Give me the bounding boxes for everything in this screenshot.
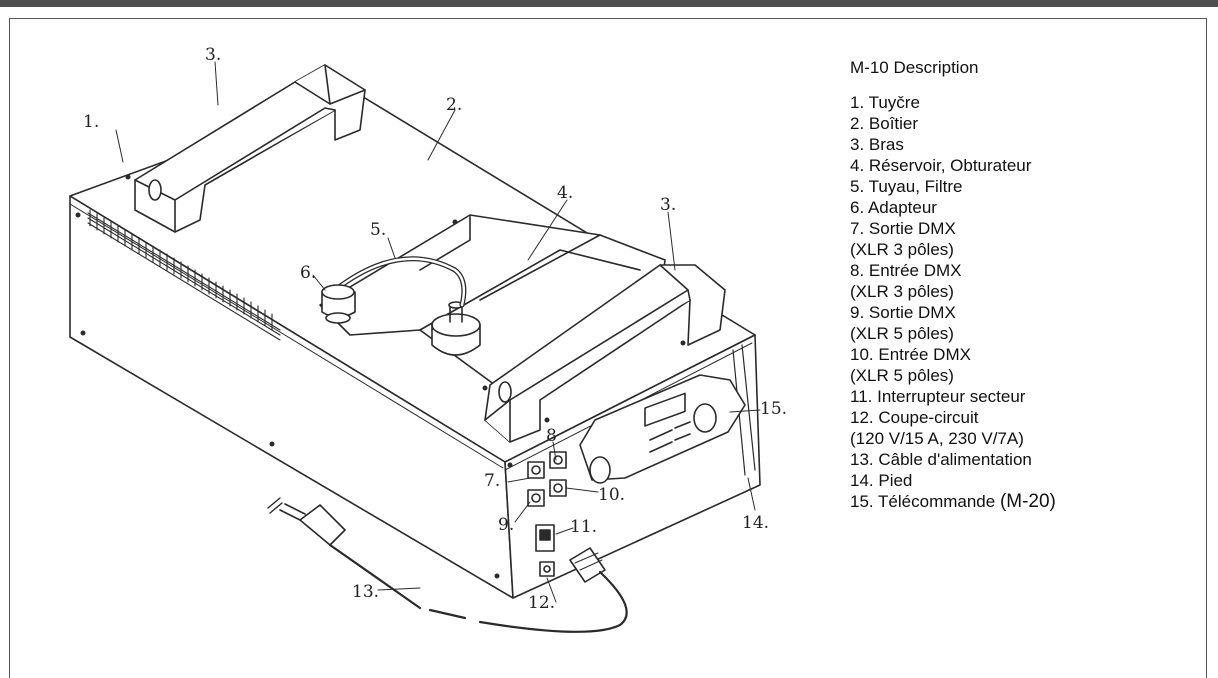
legend: M-10 Description 1. Tuyčre 2. Boîtier 3.…	[850, 58, 1056, 512]
callout-14: 14.	[742, 513, 769, 533]
callout-7: 7.	[484, 471, 500, 491]
legend-item: 1. Tuyčre	[850, 93, 920, 112]
callout-2: 2.	[446, 95, 462, 115]
callout-9: 9.	[498, 515, 514, 535]
leader-lines	[115, 61, 761, 603]
legend-item: 10. Entrée DMX(XLR 5 pôles)	[850, 344, 1056, 386]
power-cable	[267, 497, 628, 633]
legend-item: 8. Entrée DMX(XLR 3 pôles)	[850, 260, 1056, 302]
legend-item: 14. Pied	[850, 471, 913, 490]
callout-15: 15.	[760, 399, 787, 419]
back-handle	[134, 64, 366, 233]
legend-item: 3. Bras	[850, 135, 904, 154]
circuit-breaker	[539, 561, 555, 577]
legend-item: 6. Adapteur	[850, 198, 937, 217]
callout-10: 10.	[598, 485, 625, 505]
legend-item: 4. Réservoir, Obturateur	[850, 156, 1032, 175]
callout-4: 4.	[557, 183, 573, 203]
legend-item-detail: (XLR 3 pôles)	[850, 282, 954, 301]
legend-item-model: (M-20)	[999, 491, 1056, 512]
callout-12: 12.	[528, 593, 555, 613]
legend-item: 12. Coupe-circuit(120 V/15 A, 230 V/7A)	[850, 407, 1056, 449]
inner-border	[9, 18, 1207, 678]
legend-item-detail: (XLR 5 pôles)	[850, 366, 954, 385]
callout-1: 1.	[83, 112, 99, 132]
callout-13: 13.	[352, 582, 379, 602]
legend-item-detail: (120 V/15 A, 230 V/7A)	[850, 429, 1024, 448]
callout-6: 6.	[300, 263, 316, 283]
legend-item: 5. Tuyau, Filtre	[850, 177, 963, 196]
legend-item: 11. Interrupteur secteur	[850, 387, 1026, 406]
legend-item: 15. Télécommande (M-20)	[850, 491, 1056, 512]
dmx-connectors	[527, 451, 567, 507]
control-panel	[579, 374, 746, 484]
callout-11: 11.	[570, 517, 597, 537]
callout-3a: 3.	[205, 45, 221, 65]
legend-item: 9. Sortie DMX(XLR 5 pôles)	[850, 302, 1056, 344]
vent-grille	[87, 209, 281, 341]
legend-item-detail: (XLR 5 pôles)	[850, 324, 954, 343]
callout-5: 5.	[370, 220, 386, 240]
legend-title: M-10 Description	[850, 58, 979, 77]
tank-cap	[431, 301, 481, 356]
adapter	[321, 284, 356, 324]
legend-item: 13. Câble d'alimentation	[850, 450, 1032, 469]
legend-list: 1. Tuyčre 2. Boîtier 3. Bras 4. Réservoi…	[850, 92, 1056, 512]
callout-8: 8	[546, 426, 557, 446]
legend-item-detail: (XLR 3 pôles)	[850, 240, 954, 259]
legend-item: 2. Boîtier	[850, 114, 919, 133]
front-handle	[484, 264, 726, 443]
top-rule	[0, 0, 1218, 7]
callout-3b: 3.	[660, 195, 676, 215]
legend-item: 7. Sortie DMX(XLR 3 pôles)	[850, 218, 1056, 260]
screws	[75, 174, 686, 579]
